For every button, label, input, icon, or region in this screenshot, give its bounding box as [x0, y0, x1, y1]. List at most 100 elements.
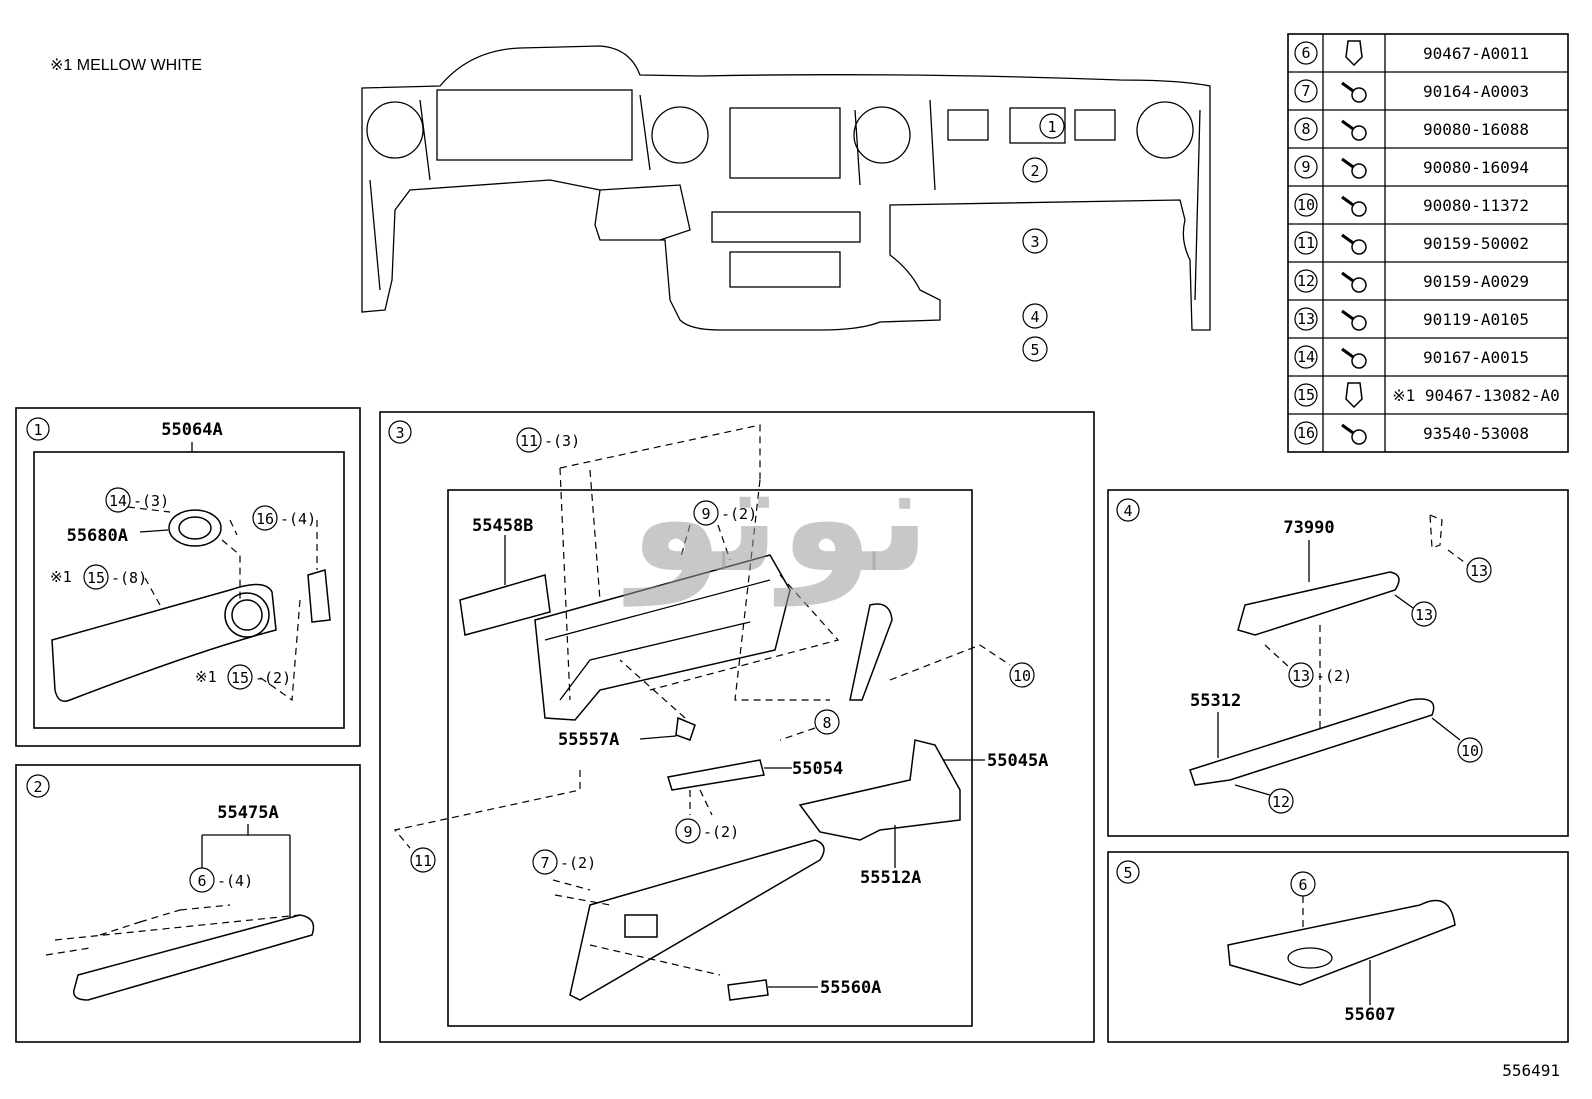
svg-text:-(8): -(8) — [111, 569, 147, 587]
panel-2: 2 55475A 6 -(4) — [15, 764, 361, 1043]
svg-text:10: 10 — [1461, 742, 1479, 760]
row-key-circle — [1294, 421, 1318, 445]
svg-text:4: 4 — [1123, 502, 1132, 520]
side-trim — [849, 603, 893, 701]
screw-icon — [1341, 309, 1367, 331]
panel-3: 3 55458B 11 -(3) 9 -(2) 10 55557A 8 5505… — [379, 411, 1095, 1043]
glove-box-frame — [534, 554, 791, 721]
part-73990 — [1237, 571, 1400, 636]
clip-icon — [1345, 382, 1363, 409]
part-55560A — [727, 979, 769, 1001]
svg-text:13: 13 — [1415, 606, 1433, 624]
svg-text:-(4): -(4) — [217, 872, 253, 890]
svg-text:-(3): -(3) — [544, 432, 580, 450]
part-55512A — [798, 739, 961, 841]
row-key: 10 — [1297, 196, 1315, 214]
part-55064A: 55064A — [161, 420, 222, 440]
color-note: ※1 MELLOW WHITE — [50, 57, 202, 74]
row-key-circle — [1294, 269, 1318, 293]
watermark: نوتو — [623, 432, 931, 607]
row-key-circle — [1294, 307, 1318, 331]
svg-text:-(2): -(2) — [703, 823, 739, 841]
svg-text:55312: 55312 — [1190, 691, 1241, 711]
overview-callouts: 1 2 3 4 5 — [1022, 113, 1065, 362]
screw-icon — [1341, 347, 1367, 369]
part-number: 90467-A0011 — [1423, 44, 1529, 63]
clip-icon — [1345, 40, 1363, 67]
svg-text:55458B: 55458B — [472, 516, 533, 536]
part-55475A: 55475A — [217, 803, 278, 823]
part-55312 — [1189, 698, 1435, 786]
svg-text:1: 1 — [33, 421, 42, 439]
dash-reinforcement-overview — [361, 45, 1211, 331]
row-key: 14 — [1297, 348, 1315, 366]
row-key: 11 — [1297, 234, 1315, 252]
row-key-circle — [1294, 117, 1318, 141]
row-key: 12 — [1297, 272, 1315, 290]
svg-text:4: 4 — [1030, 308, 1039, 326]
row-key-circle — [1294, 41, 1318, 65]
svg-text:9: 9 — [683, 823, 692, 841]
svg-text:5: 5 — [1123, 864, 1132, 882]
row-key: 13 — [1297, 310, 1315, 328]
glove-box-door — [569, 839, 825, 1001]
part-number: 90080-16094 — [1423, 158, 1529, 177]
svg-text:-(3): -(3) — [133, 492, 169, 510]
part-number: 90159-A0029 — [1423, 272, 1529, 291]
glove-box-trim — [73, 914, 315, 1001]
screw-icon — [1341, 157, 1367, 179]
screw-icon — [1341, 195, 1367, 217]
svg-text:7: 7 — [540, 854, 549, 872]
svg-text:-(4): -(4) — [280, 510, 316, 528]
svg-text:6: 6 — [197, 872, 206, 890]
svg-text:12: 12 — [1272, 793, 1290, 811]
svg-text:9: 9 — [701, 505, 710, 523]
row-key: 16 — [1297, 424, 1315, 442]
svg-text:15: 15 — [87, 569, 105, 587]
svg-text:55557A: 55557A — [558, 730, 619, 750]
row-key-circle — [1294, 79, 1318, 103]
svg-text:※1: ※1 — [195, 668, 217, 686]
svg-text:3: 3 — [395, 424, 404, 442]
panel-5: 5 6 55607 — [1107, 851, 1569, 1043]
part-number: ※1 90467-13082-A0 — [1392, 386, 1560, 405]
part-number: 93540-53008 — [1423, 424, 1529, 443]
svg-text:55560A: 55560A — [820, 978, 881, 998]
row-key-circle — [1294, 193, 1318, 217]
part-number: 90164-A0003 — [1423, 82, 1529, 101]
part-number: 90080-16088 — [1423, 120, 1529, 139]
part-number: 90167-A0015 — [1423, 348, 1529, 367]
panel-4: 4 73990 13 13 13 -(2) 55312 10 12 — [1107, 489, 1569, 837]
row-key: 6 — [1301, 44, 1310, 62]
svg-text:11: 11 — [520, 432, 538, 450]
part-55607 — [1227, 899, 1456, 986]
row-key: 9 — [1301, 158, 1310, 176]
svg-text:2: 2 — [1030, 162, 1039, 180]
svg-text:8: 8 — [822, 714, 831, 732]
svg-text:55045A: 55045A — [987, 751, 1048, 771]
svg-text:55607: 55607 — [1344, 1005, 1395, 1025]
screw-icon — [1341, 233, 1367, 255]
screw-icon — [1341, 81, 1367, 103]
row-key-circle — [1294, 155, 1318, 179]
part-55458B — [459, 574, 551, 636]
part-55557A — [675, 716, 696, 741]
row-key: 7 — [1301, 82, 1310, 100]
screw-icon — [1341, 119, 1367, 141]
part-number: 90119-A0105 — [1423, 310, 1529, 329]
svg-text:※1: ※1 — [50, 568, 72, 586]
screw-icon — [1341, 271, 1367, 293]
svg-text:13: 13 — [1292, 667, 1310, 685]
svg-text:55680A: 55680A — [67, 526, 128, 546]
svg-text:-(2): -(2) — [255, 669, 291, 687]
svg-text:-(2): -(2) — [560, 854, 596, 872]
svg-text:3: 3 — [1030, 233, 1039, 251]
svg-text:55512A: 55512A — [860, 868, 921, 888]
lower-panel-bezel — [51, 583, 277, 702]
figure-number: 556491 — [1502, 1061, 1560, 1080]
svg-text:13: 13 — [1470, 562, 1488, 580]
svg-text:55054: 55054 — [792, 759, 843, 779]
svg-text:10: 10 — [1013, 667, 1031, 685]
svg-text:11: 11 — [414, 852, 432, 870]
